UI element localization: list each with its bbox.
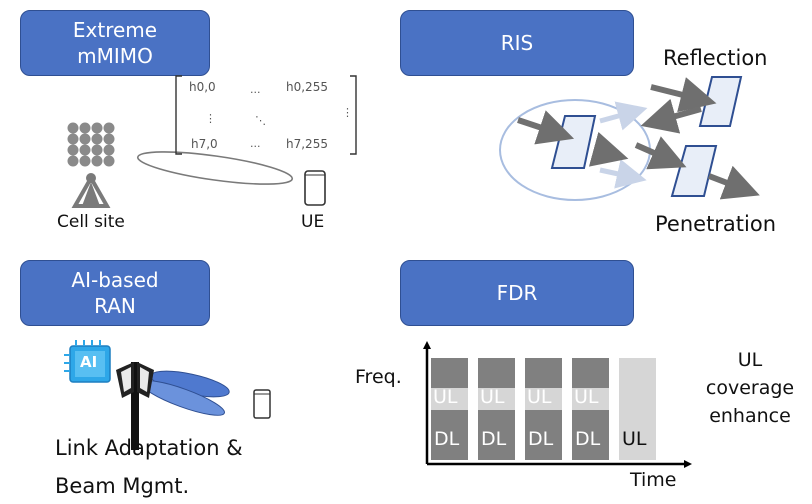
ai-chip-label: AI — [80, 353, 98, 371]
fdr-dl-label: DL — [575, 428, 601, 450]
ai-ran-caption-line2: Beam Mgmt. — [55, 474, 190, 498]
matrix-entry-top-right: h0,255 — [286, 80, 328, 94]
ris-panel-center — [550, 115, 597, 169]
ris-dark-arrows — [517, 77, 760, 200]
fdr-axes — [423, 341, 692, 468]
svg-text:···: ··· — [250, 86, 261, 99]
ue-label: UE — [301, 212, 325, 232]
ris-panel-penetration — [670, 145, 718, 197]
cell-tower-icon — [71, 173, 111, 208]
fdr-ul-label: UL — [527, 386, 552, 408]
channel-matrix-brackets — [175, 75, 357, 155]
ue-phone-icon — [304, 170, 326, 206]
matrix-entry-top-left: h0,0 — [189, 80, 216, 94]
svg-text:⋮: ⋮ — [342, 106, 353, 119]
beam-ellipse — [136, 151, 294, 185]
fdr-side-note: UL coverage enhance — [705, 349, 795, 427]
fdr-y-axis-label: Freq. — [355, 366, 402, 388]
base-station-icon — [116, 362, 154, 450]
penetration-label: Penetration — [655, 212, 777, 236]
svg-text:⋮: ⋮ — [205, 112, 216, 125]
ai-ran-title-tile: AI-based RAN — [20, 260, 210, 326]
ris-light-arrows — [599, 101, 648, 189]
ris-panel-reflection — [698, 76, 743, 127]
fdr-dl-label: DL — [434, 428, 460, 450]
fdr-ul-label: UL — [433, 386, 458, 408]
fdr-slot — [619, 358, 656, 460]
svg-text:···: ··· — [250, 140, 261, 153]
fdr-ul-band — [478, 388, 515, 410]
fdr-ul-band — [525, 388, 562, 410]
fdr-ul-label: UL — [480, 386, 505, 408]
fdr-ul-label: UL — [622, 428, 647, 450]
svg-text:⋱: ⋱ — [255, 114, 266, 127]
matrix-entry-bottom-left: h7,0 — [191, 137, 218, 151]
fdr-title-tile: FDR — [400, 260, 634, 326]
matrix-entry-bottom-right: h7,255 — [286, 137, 328, 151]
cell-site-label: Cell site — [57, 212, 125, 232]
matrix-ellipsis-dots: ··· ··· ⋮ ⋮ ⋱ — [205, 86, 353, 153]
fdr-ul-label: UL — [574, 386, 599, 408]
fdr-time-slots — [431, 358, 656, 460]
reflection-label: Reflection — [663, 46, 768, 70]
ai-ran-caption-line1: Link Adaptation & — [55, 436, 243, 460]
fdr-dl-label: DL — [481, 428, 507, 450]
antenna-array-icon — [67, 122, 115, 167]
fdr-ul-band — [572, 388, 609, 410]
fdr-ul-band — [431, 388, 468, 410]
ai-ue-phone-icon — [253, 389, 271, 419]
ai-chip-icon — [64, 340, 111, 383]
mmimo-title-tile: Extreme mMIMO — [20, 10, 210, 76]
fdr-x-axis-label: Time — [630, 469, 677, 491]
ris-title-tile: RIS — [400, 10, 634, 76]
fdr-dl-label: DL — [528, 428, 554, 450]
